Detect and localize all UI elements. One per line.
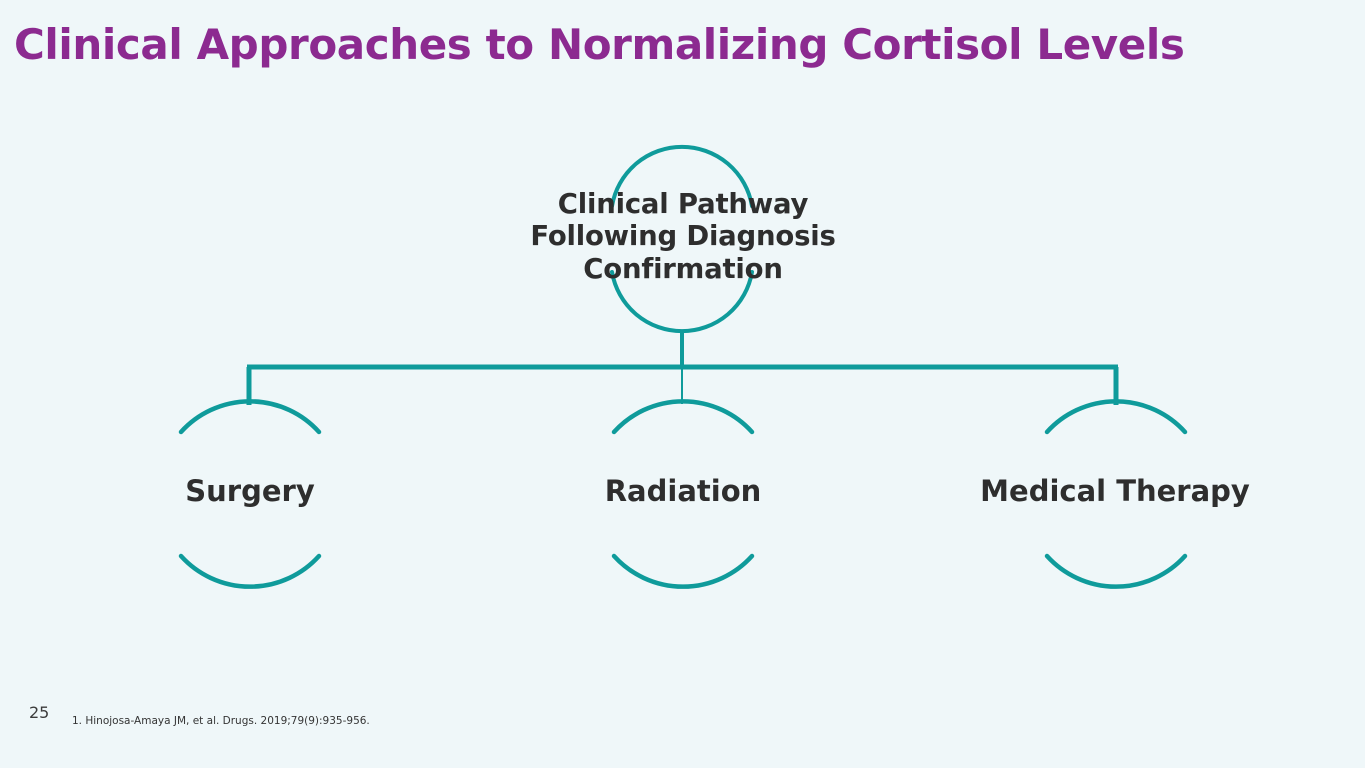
radiation-circle-top-arc <box>611 399 755 435</box>
branch-node-label-radiation: Radiation <box>604 474 762 508</box>
branch-node-label-surgery: Surgery <box>185 474 315 508</box>
page-title: Clinical Approaches to Normalizing Corti… <box>14 20 1185 69</box>
footnote-citation: 1. Hinojosa-Amaya JM, et al. Drugs. 2019… <box>72 715 370 727</box>
radiation-circle-bottom-arc <box>611 553 755 589</box>
surgery-circle-top-arc <box>178 399 322 435</box>
branch-node-label-medical-therapy: Medical Therapy <box>980 474 1250 508</box>
medical-therapy-circle-bottom-arc <box>1044 553 1188 589</box>
root-circle-top-arc <box>610 144 754 208</box>
root-node-label: Clinical Pathway Following Diagnosis Con… <box>530 188 836 285</box>
surgery-circle-bottom-arc <box>178 553 322 589</box>
medical-therapy-circle-top-arc <box>1044 399 1188 435</box>
page-number: 25 <box>29 703 50 722</box>
